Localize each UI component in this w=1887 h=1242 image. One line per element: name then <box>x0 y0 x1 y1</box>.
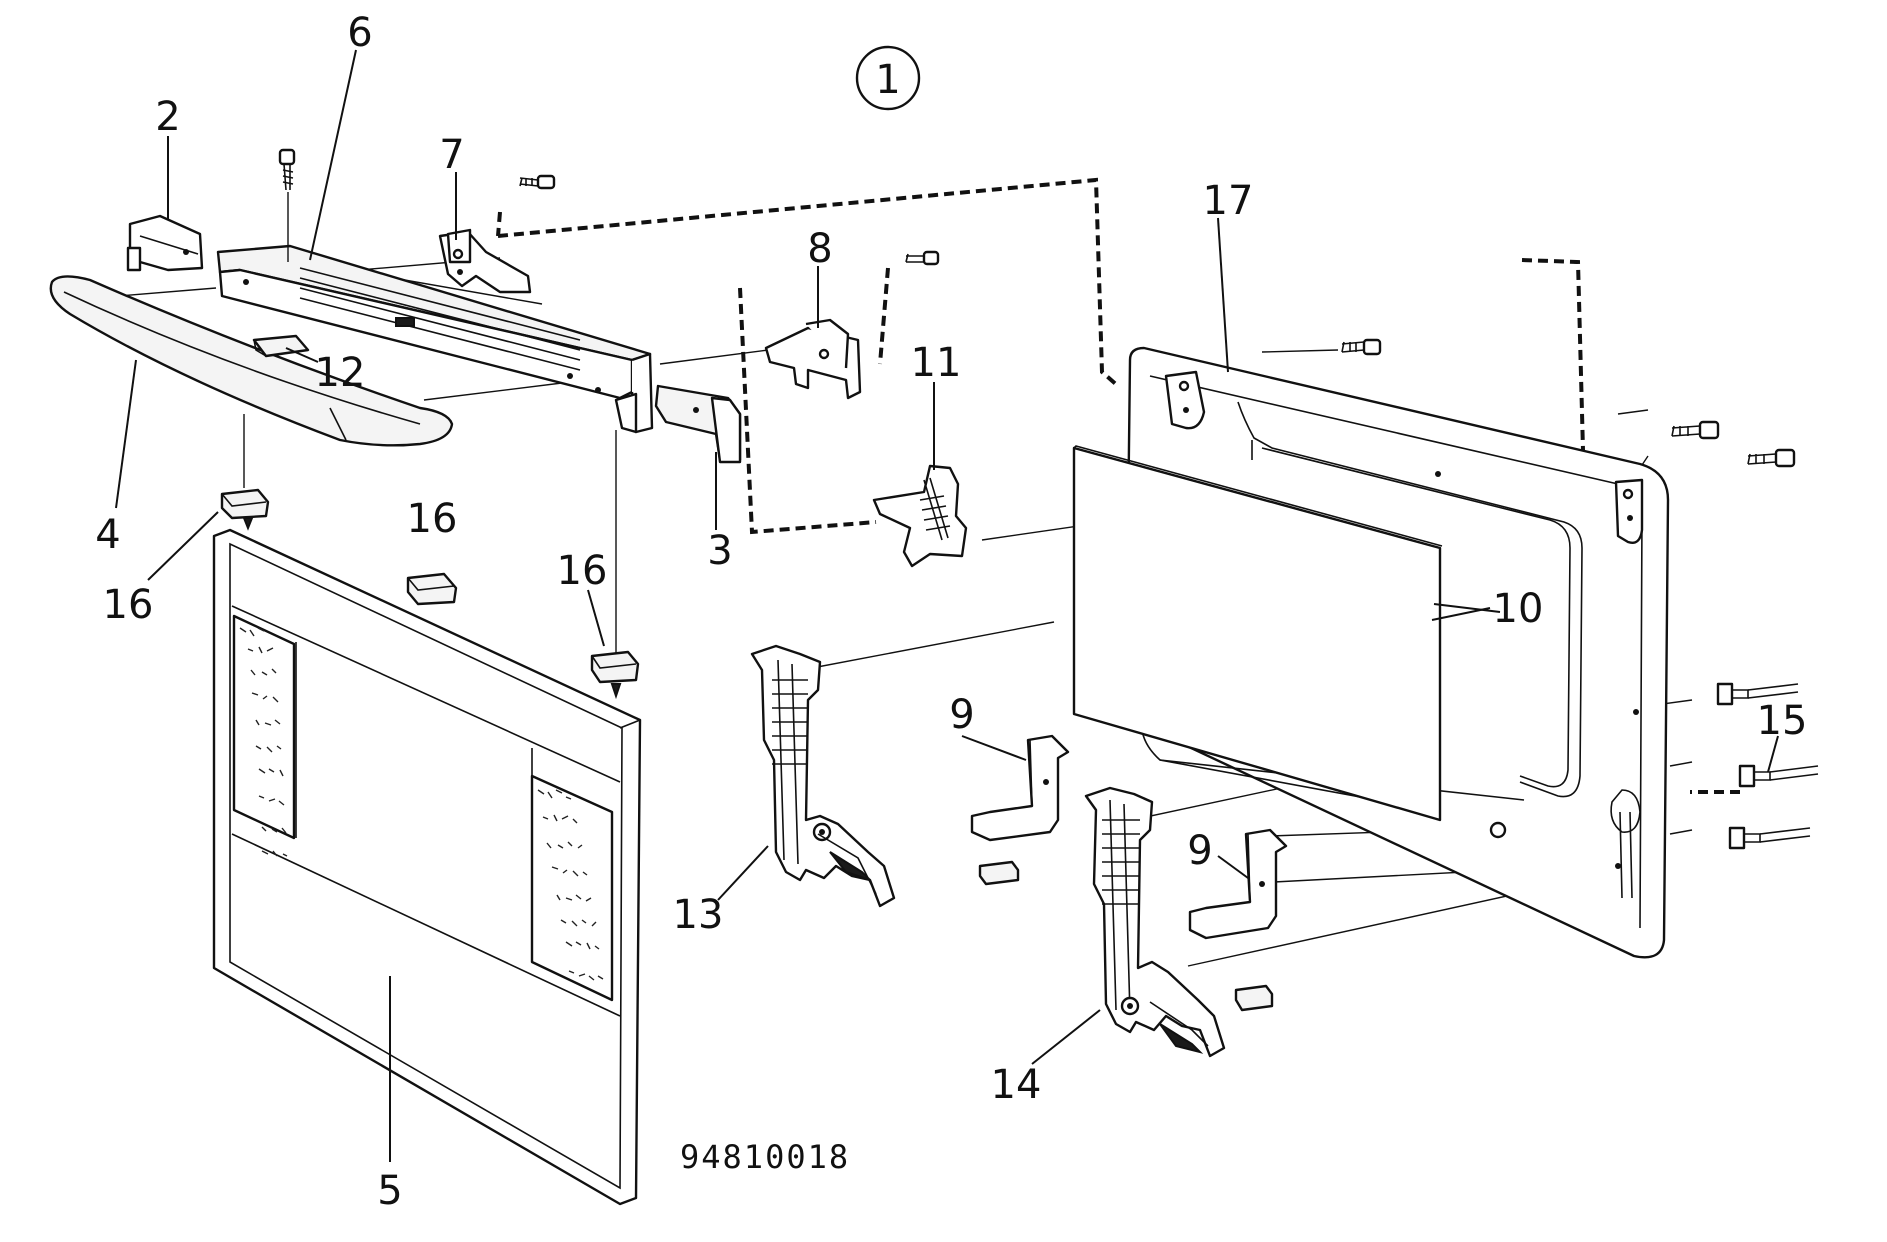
part-left-bracket <box>126 214 204 272</box>
callout-17: 17 <box>1203 178 1254 224</box>
callout-15: 15 <box>1757 698 1808 744</box>
part-small-block-right <box>1234 984 1274 1012</box>
screw-8 <box>905 250 940 266</box>
part-inner-glass <box>1072 445 1443 822</box>
callout-6: 6 <box>347 10 372 56</box>
part-rivets <box>1716 682 1819 850</box>
screw-rail <box>278 148 296 262</box>
part-hinge-left <box>750 644 896 908</box>
callout-10: 10 <box>1493 586 1544 632</box>
part-spacer-right <box>590 650 640 700</box>
part-hinge-bracket-top <box>438 228 532 294</box>
callout-3: 3 <box>707 528 732 574</box>
callout-13: 13 <box>673 892 724 938</box>
leader-lines <box>115 49 1779 1162</box>
part-side-bracket <box>654 384 742 464</box>
callout-4: 4 <box>95 512 120 558</box>
part-spacer-middle <box>406 572 458 606</box>
callout-16-left: 16 <box>103 582 154 628</box>
callout-14: 14 <box>991 1062 1042 1108</box>
part-small-block-left <box>978 860 1020 886</box>
callout-2: 2 <box>155 94 180 140</box>
part-angle-bracket-left <box>970 734 1070 842</box>
callout-11: 11 <box>911 340 962 386</box>
callout-7: 7 <box>439 132 464 178</box>
part-outer-glass-panel <box>212 528 642 1206</box>
callout-8: 8 <box>807 226 832 272</box>
part-spacer-top-left <box>220 488 270 531</box>
callout-9-left: 9 <box>949 692 974 738</box>
part-lock-mechanism <box>872 464 968 568</box>
part-top-rail <box>216 244 654 434</box>
callout-9-right: 9 <box>1187 828 1212 874</box>
callout-12: 12 <box>315 350 366 396</box>
part-hinge-bracket <box>764 318 862 400</box>
screw-7 <box>519 174 556 190</box>
callout-5: 5 <box>377 1168 402 1214</box>
figure-marker-number: 1 <box>875 57 900 103</box>
callout-labels: 2 3 4 5 6 7 8 9 9 10 11 12 13 14 15 16 1… <box>95 10 1807 1214</box>
screws-frame <box>1341 338 1796 468</box>
assembly-dash-lines <box>496 177 1740 794</box>
part-handle <box>49 275 454 447</box>
part-hinge-right <box>1084 786 1226 1058</box>
drawing-number: 94810018 <box>680 1138 850 1176</box>
part-angle-bracket-right <box>1188 828 1288 940</box>
figure-marker: 1 <box>855 45 921 111</box>
callout-16-middle: 16 <box>407 496 458 542</box>
callout-16-right: 16 <box>557 548 608 594</box>
